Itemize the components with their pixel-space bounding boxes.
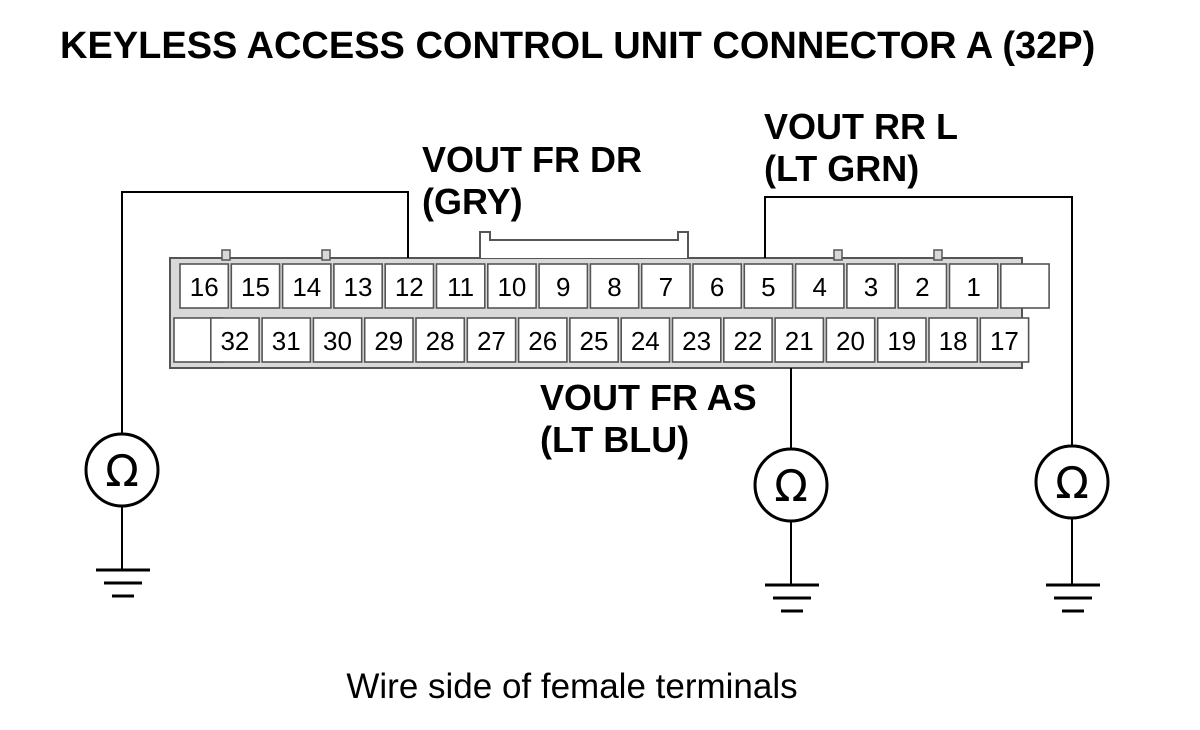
pin-cell: [384, 263, 435, 309]
pin-number: 18: [939, 326, 968, 356]
pin-number: 30: [323, 326, 352, 356]
wire-vout-rr-l: VOUT RR L (LT GRN): [764, 106, 1073, 445]
wire-vout-fr-as: VOUT FR AS (LT BLU): [540, 368, 792, 460]
ohm-icon: Ω: [1055, 458, 1089, 509]
diagram-title: KEYLESS ACCESS CONTROL UNIT CONNECTOR A …: [60, 25, 1095, 67]
pin-number: 17: [990, 326, 1019, 356]
pin-cell: [692, 263, 743, 309]
pin-cell: [179, 263, 230, 309]
pin-cell: [210, 317, 260, 363]
pin-number: 32: [220, 326, 249, 356]
pin-number: 24: [631, 326, 660, 356]
pin-number: 19: [887, 326, 916, 356]
pin-number: 12: [395, 272, 424, 302]
ohmmeter-right: Ω: [1034, 444, 1110, 613]
wire-line: [764, 196, 1073, 445]
pin-number: 21: [785, 326, 814, 356]
ohmmeter-left: Ω: [84, 432, 160, 598]
pin-number: 22: [733, 326, 762, 356]
pin-number: 29: [374, 326, 403, 356]
pin-cell: [589, 263, 640, 309]
pin-cell: [640, 263, 691, 309]
pin-number: 3: [864, 272, 878, 302]
pin-cell: [415, 317, 466, 363]
top-row-pins: 16 15 14 13 12 11 10 9 8 7 6 5 4 3 2 1: [179, 263, 1050, 309]
connector-bump: [933, 249, 943, 261]
pin-number: 27: [477, 326, 506, 356]
pin-number: 2: [915, 272, 929, 302]
pin-cell: [435, 263, 486, 309]
pin-cell: [363, 317, 414, 363]
pin-cell: [466, 317, 517, 363]
ohm-icon: Ω: [774, 461, 808, 512]
connector-bump: [833, 249, 843, 261]
pin-number: 11: [447, 272, 474, 302]
pin-cell: [897, 263, 948, 309]
pin-cell: [846, 263, 897, 309]
pin-number: 15: [241, 272, 270, 302]
pin-number: 5: [761, 272, 775, 302]
wire-label-line1: VOUT FR AS: [540, 377, 757, 418]
wire-line: [121, 191, 409, 435]
pin-number: 8: [607, 272, 621, 302]
wire-label-line2: (GRY): [422, 181, 523, 222]
ohmmeter-middle: Ω: [753, 447, 829, 613]
diagram-caption: Wire side of female terminals: [346, 667, 797, 706]
pin-cell: [486, 263, 537, 309]
pin-cell: [948, 263, 999, 309]
pin-cell: [569, 317, 620, 363]
pin-number: 26: [528, 326, 557, 356]
pin-number: 28: [426, 326, 455, 356]
wire-label-line2: (LT BLU): [540, 419, 689, 460]
wire-label-line2: (LT GRN): [764, 148, 919, 189]
pin-cell: [743, 263, 794, 309]
pin-cell: [722, 317, 773, 363]
empty-pin-cell: [999, 263, 1050, 309]
ground-icon: [765, 583, 819, 613]
pin-number: 10: [497, 272, 526, 302]
pin-number: 20: [836, 326, 865, 356]
pin-number: 9: [556, 272, 570, 302]
pin-cell: [230, 263, 281, 309]
pin-number: 23: [682, 326, 711, 356]
ohm-icon: Ω: [105, 446, 139, 497]
pin-cell: [261, 317, 312, 363]
wire-label-line1: VOUT RR L: [764, 106, 958, 147]
pin-cell: [979, 317, 1030, 363]
ground-icon: [96, 568, 150, 598]
bottom-row-pins: 32 31 30 29 28 27 26 25 24 23 22 21 20 19 18 17: [173, 317, 1030, 363]
pin-cell: [825, 317, 876, 363]
pin-cell: [517, 317, 568, 363]
pin-number: 6: [710, 272, 724, 302]
pin-cell: [671, 317, 722, 363]
pin-number: 16: [190, 272, 219, 302]
pin-cell: [876, 317, 927, 363]
pin-cell: [312, 317, 363, 363]
pin-cell: [538, 263, 589, 309]
pin-cell: [281, 263, 332, 309]
connector-bump: [221, 249, 231, 261]
pin-cell: [774, 317, 825, 363]
pin-number: 31: [272, 326, 301, 356]
pin-number: 13: [344, 272, 373, 302]
connector-lock-tab: [479, 231, 689, 258]
pin-number: 25: [580, 326, 609, 356]
pin-cell: [928, 317, 979, 363]
pin-number: 4: [812, 272, 826, 302]
pin-number: 14: [292, 272, 321, 302]
ground-icon: [1046, 583, 1100, 613]
pin-cell: [620, 317, 671, 363]
wire-label-line1: VOUT FR DR: [422, 139, 642, 180]
pin-cell: [794, 263, 845, 309]
wire-vout-fr-dr: VOUT FR DR (GRY): [121, 139, 642, 435]
pin-number: 1: [966, 272, 980, 302]
pin-cell: [333, 263, 383, 309]
connector-bump: [321, 249, 331, 261]
pin-number: 7: [659, 272, 673, 302]
